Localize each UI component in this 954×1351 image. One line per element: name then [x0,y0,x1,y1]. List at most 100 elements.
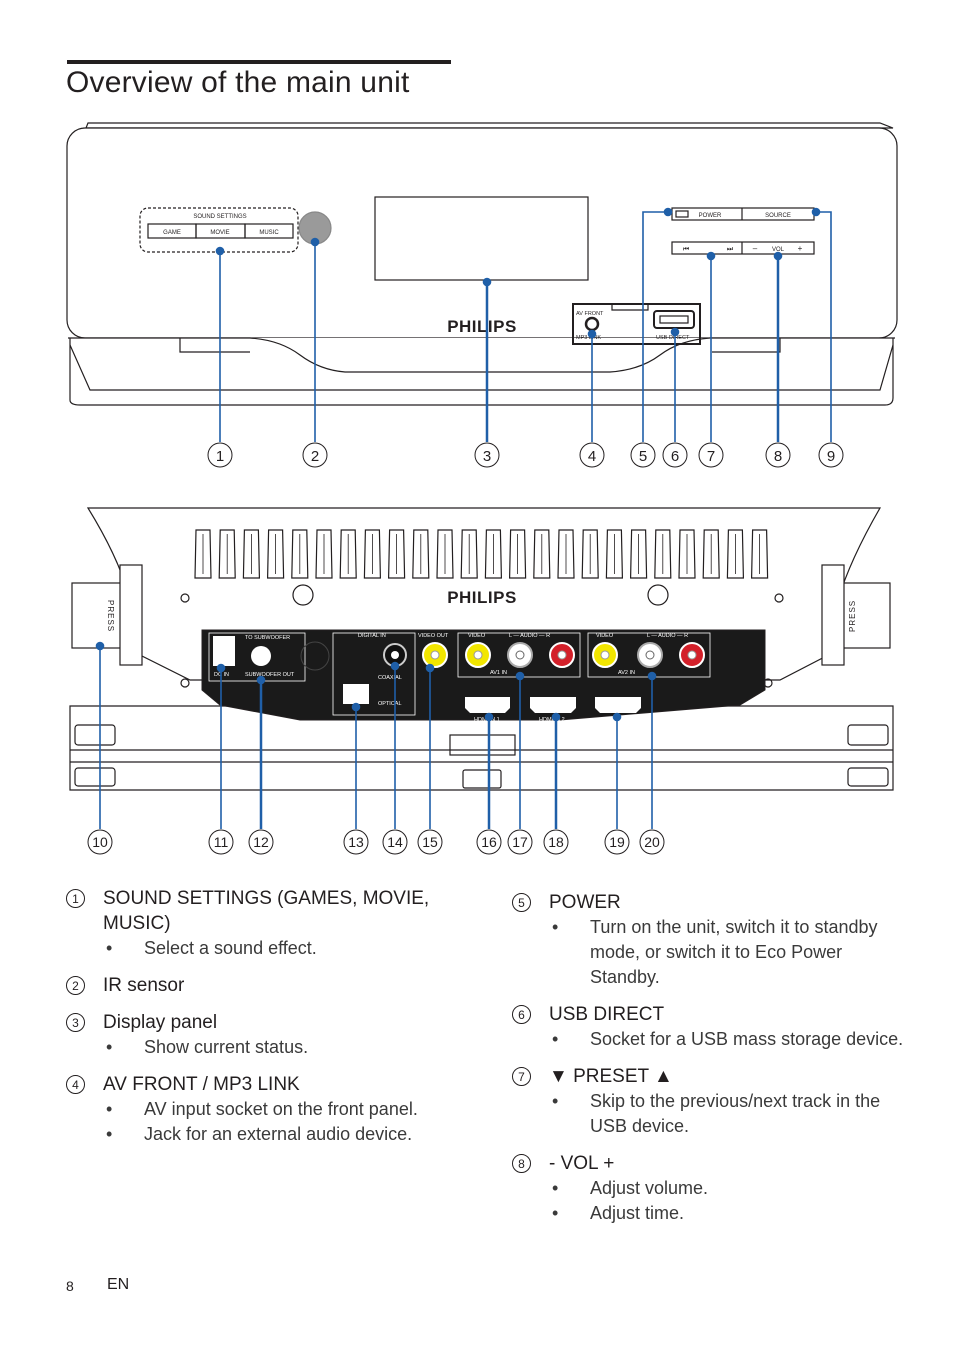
hdmi-in-1-socket[interactable] [465,697,510,713]
game-button[interactable]: GAME [163,230,181,236]
sound-settings-label: SOUND SETTINGS [193,214,246,220]
desc-badge: 4 [66,1075,85,1094]
language-code: EN [107,1276,130,1293]
svg-text:14: 14 [387,834,403,850]
desc-title: SOUND SETTINGS (GAMES, MOVIE, [103,888,430,909]
desc-badge: 7 [512,1067,531,1086]
svg-text:3: 3 [483,448,491,465]
dc-in-socket[interactable] [213,636,235,666]
svg-text:5: 5 [639,448,647,465]
desc-bullet: Show current status. [144,1037,309,1057]
callout-3: 3 [474,442,500,468]
callout-1: 1 [207,442,233,468]
video-out-label: VIDEO OUT [418,633,449,639]
svg-text:4: 4 [588,448,596,465]
callout-10: 10 [87,829,113,855]
movie-button[interactable]: MOVIE [210,230,229,236]
source-button[interactable]: SOURCE [765,213,791,219]
philips-logo-front: PHILIPS [447,317,517,336]
av2-audio-l-socket[interactable] [637,642,663,668]
to-subwoofer-label: TO SUBWOOFER [245,635,290,641]
av1-audio-r-socket[interactable] [549,642,575,668]
callout-6: 6 [662,442,688,468]
callout-15: 15 [417,829,443,855]
svg-text:13: 13 [348,834,364,850]
desc-bullet: Jack for an external audio device. [144,1124,413,1144]
press-left-label: PRESS [106,600,115,632]
desc-bullet: AV input socket on the front panel. [144,1099,418,1119]
svg-text:11: 11 [214,834,229,850]
desc-badge: 3 [66,1013,85,1032]
desc-bullet: Skip to the previous/next track in the U… [590,1091,881,1136]
title-rule [67,60,451,64]
callout-20: 20 [639,829,665,855]
callout-19: 19 [604,829,630,855]
desc-bullet: Socket for a USB mass storage device. [590,1029,904,1049]
svg-text:12: 12 [253,834,269,850]
av1-video-socket[interactable] [465,642,491,668]
optical-socket[interactable] [343,684,369,704]
callout-13: 13 [343,829,369,855]
av1-audio-label: L — AUDIO — R [509,633,550,639]
desc-title: USB DIRECT [549,1004,665,1025]
av2-in-label: AV2 IN [618,670,635,676]
av1-in-label: AV1 IN [490,670,507,676]
desc-title-cont: MUSIC) [103,913,171,934]
svg-text:9: 9 [827,448,835,465]
callout-7: 7 [698,442,724,468]
coaxial-label: COAXIAL [378,675,402,681]
svg-text:7: 7 [707,448,715,465]
callout-11: 11 [208,829,234,855]
callout-8: 8 [765,442,791,468]
svg-text:10: 10 [92,834,108,850]
desc-bullet: Turn on the unit, switch it to standby m… [590,917,878,987]
desc-title: POWER [549,892,621,913]
usb-direct-label: USB DIRECT [656,335,690,341]
hdmi-out-socket[interactable] [595,697,641,713]
digital-in-label: DIGITAL IN [358,633,386,639]
callout-4: 4 [579,442,605,468]
svg-text:19: 19 [609,834,625,850]
desc-bullet: Adjust volume. [590,1178,709,1198]
svg-text:8: 8 [774,448,782,465]
callout-2: 2 [302,442,328,468]
prev-button[interactable]: ⏮ [683,246,689,253]
callout-5: 5 [630,442,656,468]
av2-video-socket[interactable] [592,642,618,668]
callout-14: 14 [382,829,408,855]
desc-badge: 1 [66,889,85,908]
av1-video-label: VIDEO [468,633,486,639]
hdmi-in-2-socket[interactable] [530,697,576,713]
callout-17: 17 [507,829,533,855]
desc-badge: 6 [512,1005,531,1024]
press-right-label: PRESS [848,600,857,632]
descriptions-left: 1 SOUND SETTINGS (GAMES, MOVIE,MUSIC) •S… [66,886,466,1157]
vol-plus-button[interactable]: + [798,244,803,253]
vol-minus-button[interactable]: – [753,244,758,253]
svg-text:18: 18 [548,834,564,850]
av2-audio-r-socket[interactable] [679,642,705,668]
subwoofer-out-socket[interactable] [251,646,271,666]
av1-audio-l-socket[interactable] [507,642,533,668]
vol-label: VOL [772,247,785,253]
callout-16: 16 [476,829,502,855]
hdmi-in-2-label: HDMI IN 2 [539,717,565,723]
next-button[interactable]: ⏭ [727,246,734,253]
callout-18: 18 [543,829,569,855]
callout-12: 12 [248,829,274,855]
power-button[interactable]: POWER [699,213,722,219]
svg-text:17: 17 [512,834,528,850]
rca-sockets [422,642,705,668]
desc-badge: 8 [512,1154,531,1173]
video-out-socket[interactable] [422,642,448,668]
desc-item-8: 8- VOL + •Adjust volume. •Adjust time. [512,1151,912,1226]
optical-label: OPTICAL [378,701,402,707]
desc-item-7: 7▼ PRESET ▲ •Skip to the previous/next t… [512,1064,912,1139]
music-button[interactable]: MUSIC [259,230,279,236]
